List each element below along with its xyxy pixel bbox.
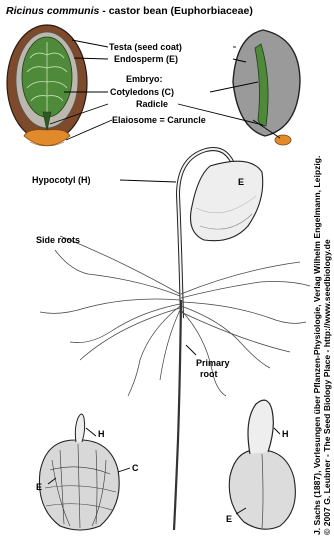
top-labels: Testa (seed coat) Endosperm (E) Embryo: … <box>109 42 206 125</box>
side-roots <box>40 236 310 396</box>
seed-bottom-right <box>229 400 295 529</box>
label-primary-root-2: root <box>200 369 218 379</box>
label-e-seedling: E <box>238 177 244 187</box>
label-primary-root-1: Primary <box>196 358 230 368</box>
caruncle <box>24 130 70 146</box>
label-elaiosome: Elaiosome = Caruncle <box>112 115 206 125</box>
seed-bottom-left <box>39 414 119 530</box>
label-embryo: Embryo: <box>126 74 163 84</box>
credit-line-1: J. Sachs (1887), Vorlesungen über Pflanz… <box>312 156 322 535</box>
primary-root <box>174 300 181 530</box>
label-h-right: H <box>282 429 289 439</box>
credit-line-2: © 2007 G. Leubner - The Seed Biology Pla… <box>322 239 332 535</box>
label-testa: Testa (seed coat) <box>109 42 182 52</box>
label-e-right: E <box>226 514 232 524</box>
label-e-left: E <box>36 482 42 492</box>
label-hypocotyl: Hypocotyl (H) <box>32 175 91 185</box>
seed-section-side <box>233 30 300 145</box>
label-side-roots: Side roots <box>36 235 80 245</box>
label-h-left: H <box>98 429 105 439</box>
label-radicle: Radicle <box>136 99 168 109</box>
label-cotyledons: Cotyledons (C) <box>110 87 174 97</box>
endosperm-seedling <box>191 161 263 241</box>
label-endosperm: Endosperm (E) <box>114 54 178 64</box>
label-c-left: C <box>132 463 139 473</box>
seed-section-flat <box>7 25 87 146</box>
